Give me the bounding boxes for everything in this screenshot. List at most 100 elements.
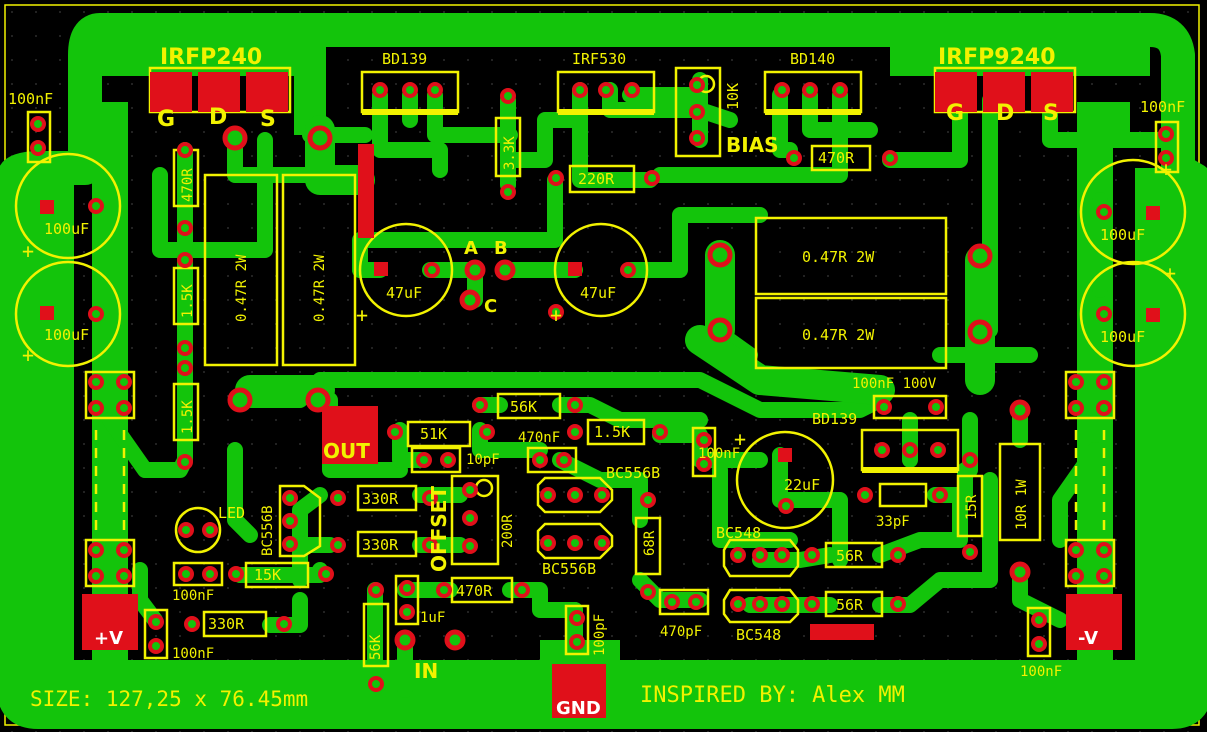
- c100nf-bl2-label: 100nF: [172, 646, 214, 662]
- r15k-mid-label: 1.5K: [594, 423, 630, 441]
- q-left-pin-d: D: [209, 105, 227, 130]
- pad-c-label: C: [484, 296, 497, 317]
- c100nf-mid-label: 100nF: [698, 446, 740, 462]
- c100uf-1-outline: [14, 152, 122, 260]
- c100pf-label: 100pF: [592, 614, 608, 656]
- plus-sign-2: +: [22, 343, 34, 367]
- led-label: LED: [218, 504, 245, 522]
- r047-a-label: 0.47R 2W: [234, 254, 250, 322]
- c100uf-3-label: 100uF: [1100, 226, 1145, 244]
- q-left-pin-g: G: [157, 107, 175, 132]
- r56r-a-label: 56R: [836, 547, 864, 565]
- r15k-b-label: 1.5K: [180, 400, 196, 434]
- r047-c-label: 0.47R 2W: [802, 248, 875, 266]
- c100uf-2-outline: [14, 260, 122, 368]
- c47uf-a-label: 47uF: [386, 284, 422, 302]
- q-right-pin-s: S: [1043, 101, 1059, 126]
- c470nf-label: 470nF: [518, 430, 560, 446]
- c100uf-1-label: 100uF: [44, 220, 89, 238]
- q-left-pad-s: [246, 72, 288, 112]
- r68-label: 68R: [642, 530, 658, 556]
- vplus-pad: [82, 594, 138, 650]
- q-right-label: IRFP9240: [938, 45, 1056, 70]
- c470pf-label: 470pF: [660, 624, 702, 640]
- credit-label: INSPIRED BY: Alex MM: [640, 683, 905, 708]
- c10pf-label: 10pF: [466, 452, 500, 468]
- q-left-pin-s: S: [260, 107, 276, 132]
- r330-b-label: 330R: [362, 536, 399, 554]
- gnd-label: GND: [556, 698, 601, 719]
- led-outline: [174, 506, 222, 554]
- q-right-pad-s: [1031, 72, 1073, 112]
- silkscreen-layer: [14, 66, 1187, 668]
- q-right-pin-d: D: [996, 101, 1014, 126]
- r200-label: 200R: [500, 514, 516, 548]
- offset-label: OFFSET: [427, 486, 451, 572]
- q-right-pin-g: G: [946, 101, 964, 126]
- pot-10k-label: 10K: [724, 83, 742, 110]
- r15k-a-label: 1.5K: [180, 284, 196, 318]
- bias-label: BIAS: [726, 133, 779, 157]
- pads-layer: [30, 72, 1174, 718]
- q-right-pad-d: [983, 72, 1025, 112]
- r51k-label: 51K: [420, 425, 447, 443]
- r047-c-outline: [754, 216, 948, 296]
- r470-v-label: 470R: [180, 168, 196, 202]
- q-right-pad-g: [935, 72, 977, 112]
- offset-pot-outline: [450, 474, 500, 566]
- c47uf-b-outline: [553, 222, 649, 318]
- out-pad: [322, 406, 378, 464]
- q-left-pad-d: [198, 72, 240, 112]
- pad-b-label: B: [494, 238, 508, 259]
- plus-sign-7: +: [734, 427, 746, 451]
- r330-c-label: 330R: [208, 615, 245, 633]
- c22uf-outline: [735, 430, 835, 530]
- c1uf-label: 1uF: [420, 610, 445, 626]
- bd140-label: BD140: [790, 50, 835, 68]
- bc548-a-label: BC548: [716, 524, 761, 542]
- r047-d-outline: [754, 296, 948, 370]
- pad-a-label: A: [464, 238, 478, 259]
- r56k-v-label: 56K: [368, 634, 384, 660]
- r470-low-label: 470R: [456, 582, 493, 600]
- c100nf-bl1-label: 100nF: [172, 588, 214, 604]
- c47uf-a-outline: [358, 222, 454, 318]
- plus-sign-4: +: [1160, 157, 1172, 181]
- bd139-low-label: BD139: [812, 410, 857, 428]
- c100nf-tl-label: 100nF: [8, 90, 53, 108]
- r56k-top-label: 56K: [510, 398, 537, 416]
- board-size-label: SIZE: 127,25 x 76.45mm: [30, 687, 308, 711]
- c22uf-label: 22uF: [784, 476, 820, 494]
- c100uf-4-outline: [1079, 260, 1187, 368]
- irf530-label: IRF530: [572, 50, 626, 68]
- r047-a-outline: [203, 173, 279, 367]
- c100nf-tr-label: 100nF: [1140, 98, 1185, 116]
- bc556b-a-label: BC556B: [606, 464, 660, 482]
- r047-d-label: 0.47R 2W: [802, 326, 875, 344]
- r15r-label: 15R: [964, 494, 980, 520]
- pot-outline: [674, 66, 722, 158]
- plus-sign-1: +: [22, 239, 34, 263]
- r33k-label: 3.3K: [502, 136, 518, 170]
- q-left-pad-g: [150, 72, 192, 112]
- r220-label: 220R: [578, 170, 615, 188]
- c33pf-label: 33pF: [876, 514, 910, 530]
- vminus-label: -V: [1078, 628, 1098, 649]
- r56r-b-label: 56R: [836, 596, 864, 614]
- bc548-b-label: BC548: [736, 626, 781, 644]
- plus-sign-3: +: [1164, 261, 1176, 285]
- gnd-pad: [552, 664, 606, 718]
- r330-a-label: 330R: [362, 490, 399, 508]
- c100nf-br-label: 100nF: [1020, 664, 1062, 680]
- bd139-top-label: BD139: [382, 50, 427, 68]
- plus-sign-5: +: [356, 303, 368, 327]
- bc556b-b-label: BC556B: [542, 560, 596, 578]
- c100uf-3-outline: [1079, 158, 1187, 266]
- c47uf-b-label: 47uF: [580, 284, 616, 302]
- r470-top-label: 470R: [818, 149, 855, 167]
- out-label: OUT: [323, 439, 370, 463]
- plus-sign-6: +: [550, 303, 562, 327]
- bc556b-v-label: BC556B: [260, 505, 276, 556]
